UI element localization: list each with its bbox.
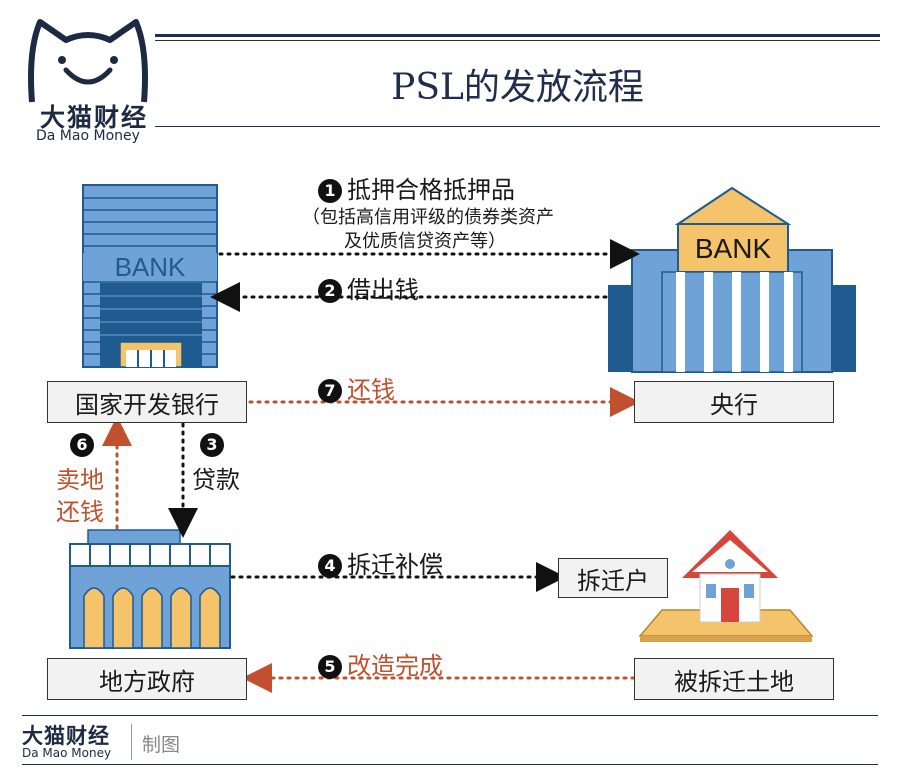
- header-rule-top-thin: [155, 40, 880, 41]
- step-5-text: 改造完成: [347, 652, 443, 680]
- step-2-text: 借出钱: [347, 276, 419, 304]
- footer-rule: [22, 715, 878, 716]
- header-rule-bottom: [155, 126, 880, 127]
- step-1-text: 抵押合格抵押品: [347, 176, 515, 204]
- node-central-bank: 央行: [634, 381, 834, 423]
- step-6-label: 6: [70, 430, 99, 458]
- page-title: PSL的发放流程: [391, 67, 644, 108]
- step-3-number: 3: [200, 432, 224, 457]
- cdb-building-sign: BANK: [83, 253, 217, 281]
- step-1-number: 1: [318, 178, 342, 203]
- house-icon: [638, 530, 814, 642]
- step-7-text: 还钱: [347, 376, 395, 404]
- step-2-number: 2: [318, 278, 342, 303]
- footer-tag: 制图: [142, 734, 181, 756]
- footer-rule-bottom: [22, 764, 878, 765]
- step-3-text: 贷款: [192, 466, 240, 494]
- node-relocated-households: 拆迁户: [558, 558, 668, 598]
- step-1-note-line2: 及优质信贷资产等）: [344, 231, 506, 252]
- node-cdb: 国家开发银行: [47, 381, 247, 423]
- step-6-text-line1: 卖地: [56, 466, 104, 494]
- logo: 大猫财经 Da Mao Money: [18, 10, 158, 144]
- step-7-number: 7: [318, 378, 342, 403]
- step-6-number: 6: [70, 432, 94, 457]
- header-rule-top: [155, 34, 880, 37]
- government-building-icon: [69, 529, 231, 649]
- footer-divider: [131, 724, 132, 760]
- step-3-label: 3: [200, 430, 229, 458]
- node-local-gov: 地方政府: [47, 658, 247, 700]
- node-relocated-land: 被拆迁土地: [634, 658, 834, 700]
- step-1-note-line1: （包括高信用评级的债券类资产: [302, 207, 554, 228]
- central-bank-sign: BANK: [694, 233, 772, 264]
- step-4-text: 拆迁补偿: [347, 551, 443, 579]
- step-6-text-line2: 还钱: [56, 498, 104, 526]
- logo-text-cn: 大猫财经: [40, 103, 149, 132]
- footer-logo-cn: 大猫财经: [22, 724, 110, 748]
- footer-logo-en: Da Mao Money: [22, 746, 112, 760]
- logo-text-en: Da Mao Money: [36, 128, 140, 144]
- cat-logo-icon: [28, 19, 148, 103]
- step-5-number: 5: [318, 654, 342, 679]
- central-bank-building-icon: [608, 186, 856, 373]
- step-4-number: 4: [318, 553, 342, 578]
